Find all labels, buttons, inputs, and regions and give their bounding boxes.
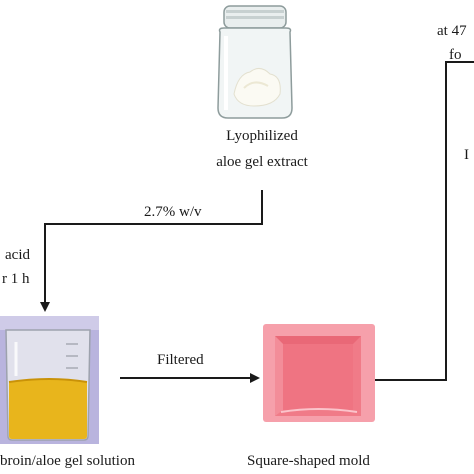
square-mold-image xyxy=(263,324,375,422)
jar-caption-line2: aloe gel extract xyxy=(216,154,308,170)
solution-caption: broin/aloe gel solution xyxy=(0,453,135,469)
right-partial-label: I xyxy=(464,147,469,163)
next-step-label-line2: fo xyxy=(449,47,462,63)
mold-to-next-step-connector xyxy=(374,61,474,381)
beaker-solution-image xyxy=(0,316,99,444)
jar-image xyxy=(217,5,293,119)
concentration-label: 2.7% w/v xyxy=(144,204,202,220)
acid-label-line2: r 1 h xyxy=(2,271,30,287)
jar-caption-line1: Lyophilized xyxy=(226,128,298,144)
mold-caption: Square-shaped mold xyxy=(247,453,370,469)
acid-label-line1: acid xyxy=(5,247,30,263)
next-step-label-line1: at 47 xyxy=(437,23,467,39)
filtered-label: Filtered xyxy=(157,352,204,368)
extract-to-solution-connector xyxy=(40,190,263,312)
